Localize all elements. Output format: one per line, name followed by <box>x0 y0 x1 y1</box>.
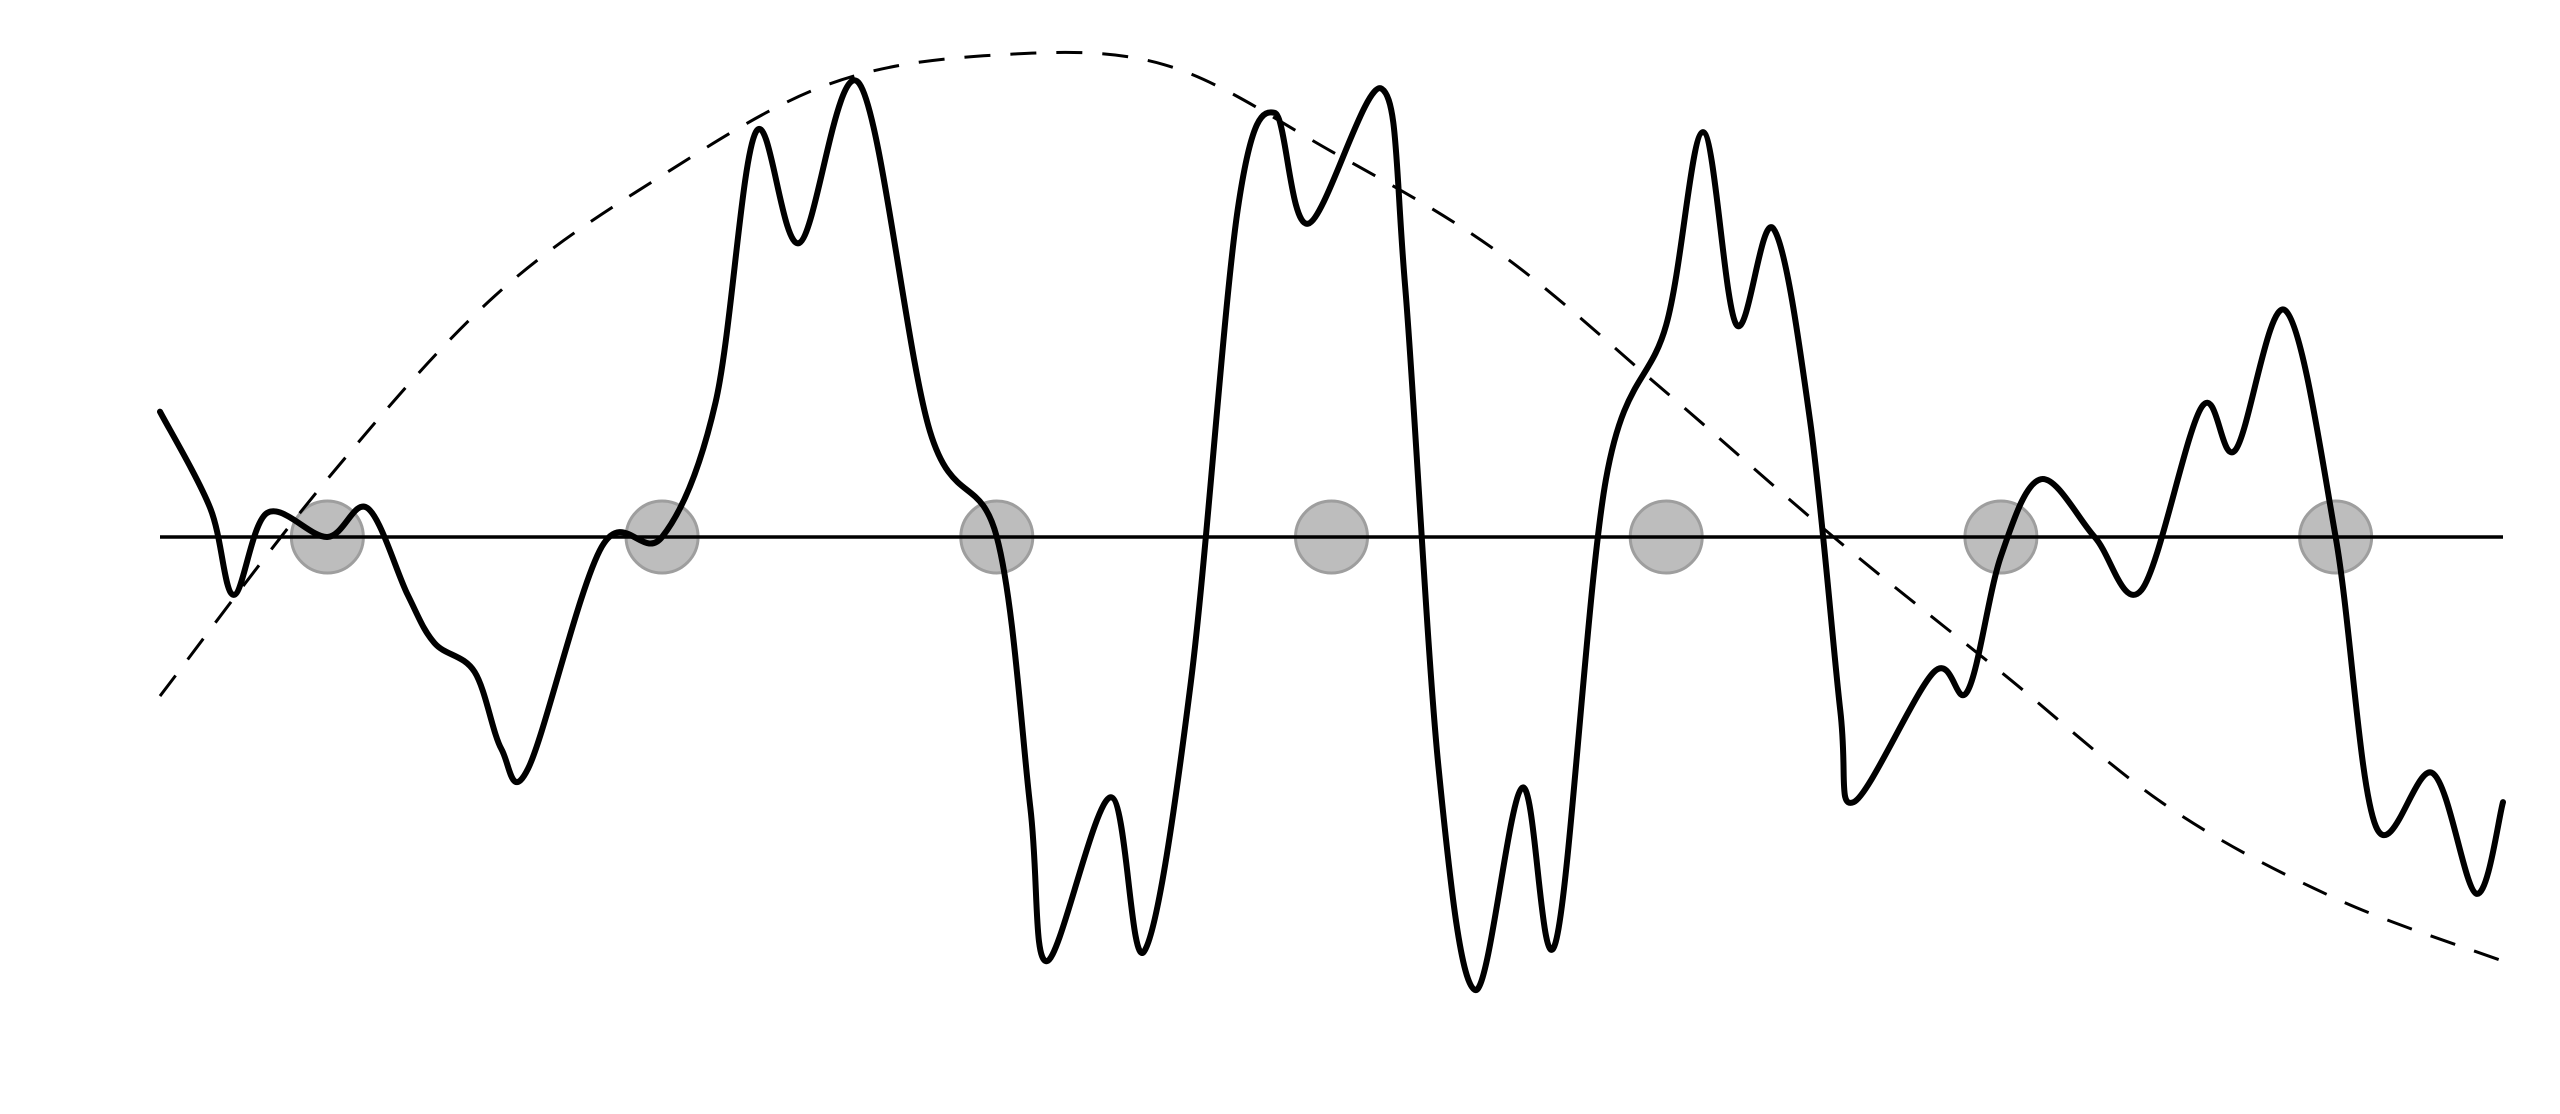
series-layer <box>157 50 2506 994</box>
signal-waveform-curve <box>157 77 2506 994</box>
envelope-dashed-curve <box>158 50 2504 963</box>
